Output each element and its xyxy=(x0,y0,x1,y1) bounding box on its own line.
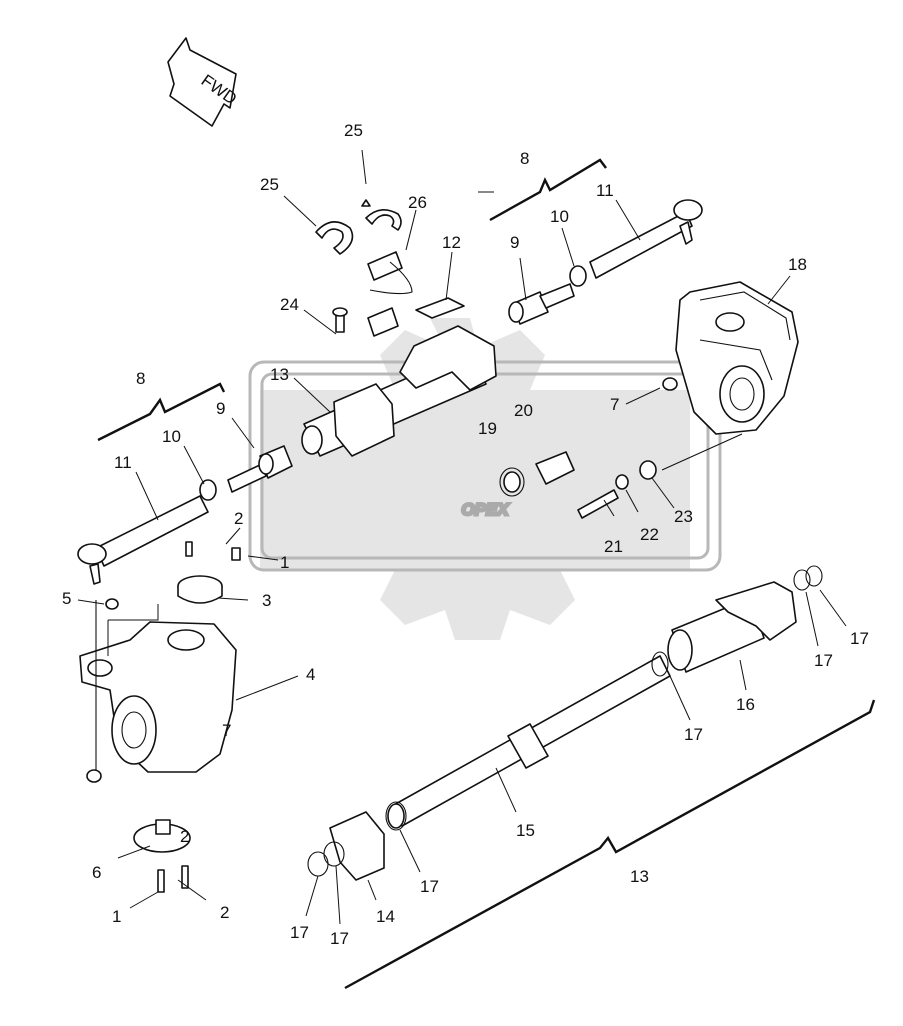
callout-25: 25 xyxy=(344,121,363,140)
callout-8: 8 xyxy=(136,369,145,388)
steering-cylinder-upper xyxy=(301,325,575,497)
callout-24: 24 xyxy=(280,295,299,314)
callout-9: 9 xyxy=(510,233,519,252)
callout-2: 2 xyxy=(234,509,243,528)
steering-knuckle-left xyxy=(79,541,241,893)
tie-rod-upper-right xyxy=(508,199,703,325)
callout-12: 12 xyxy=(442,233,461,252)
callout-1: 1 xyxy=(112,907,121,926)
callout-17: 17 xyxy=(850,629,869,648)
callout-19: 19 xyxy=(478,419,497,438)
sensor-and-clips xyxy=(315,199,465,337)
callout-17: 17 xyxy=(330,929,349,948)
callout-23: 23 xyxy=(674,507,693,526)
callout-7: 7 xyxy=(222,721,231,740)
callout-15: 15 xyxy=(516,821,535,840)
assembly-brackets xyxy=(97,158,876,990)
callout-14: 14 xyxy=(376,907,395,926)
steering-cylinder-lower xyxy=(307,565,823,881)
callout-9: 9 xyxy=(216,399,225,418)
callout-17: 17 xyxy=(290,923,309,942)
callout-7: 7 xyxy=(610,395,619,414)
callout-13: 13 xyxy=(270,365,289,384)
callout-1: 1 xyxy=(280,553,289,572)
callout-10: 10 xyxy=(550,207,569,226)
callout-25: 25 xyxy=(260,175,279,194)
callout-5: 5 xyxy=(62,589,71,608)
callout-2: 2 xyxy=(180,827,189,846)
callout-labels: 25 25 26 8 11 10 9 12 24 18 13 8 9 10 11… xyxy=(62,121,869,948)
callout-3: 3 xyxy=(262,591,271,610)
callout-17: 17 xyxy=(684,725,703,744)
callout-2: 2 xyxy=(220,903,229,922)
callout-21: 21 xyxy=(604,537,623,556)
callout-11: 11 xyxy=(114,453,132,472)
callout-10: 10 xyxy=(162,427,181,446)
callout-17: 17 xyxy=(814,651,833,670)
watermark-text: OPEX xyxy=(461,500,510,519)
callout-4: 4 xyxy=(306,665,315,684)
callout-17: 17 xyxy=(420,877,439,896)
callout-11: 11 xyxy=(596,181,614,200)
steering-knuckle-right xyxy=(675,281,799,435)
callout-22: 22 xyxy=(640,525,659,544)
callout-26: 26 xyxy=(408,193,427,212)
callout-13: 13 xyxy=(630,867,649,886)
callout-20: 20 xyxy=(514,401,533,420)
callout-16: 16 xyxy=(736,695,755,714)
fasteners-right xyxy=(577,377,678,519)
forward-direction-arrow-icon: FWD xyxy=(167,37,240,127)
leader-lines xyxy=(77,149,847,925)
callout-18: 18 xyxy=(788,255,807,274)
callout-8: 8 xyxy=(520,149,529,168)
callout-6: 6 xyxy=(92,863,101,882)
tie-rod-left xyxy=(77,445,293,585)
